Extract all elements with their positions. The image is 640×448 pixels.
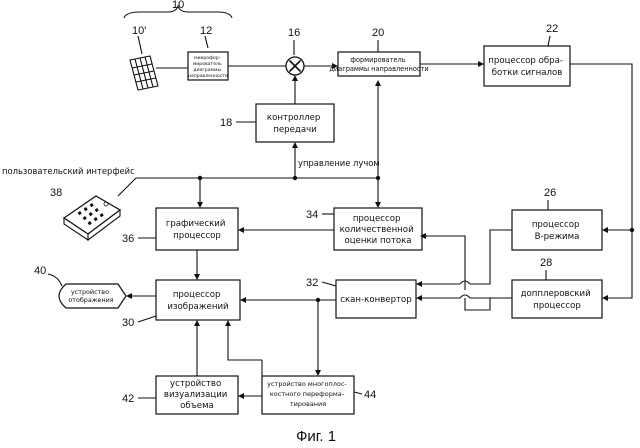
graphics-processor-box xyxy=(156,208,238,250)
transducer-array-icon xyxy=(130,56,158,90)
ref-40: 40 xyxy=(34,265,46,277)
ref-38: 38 xyxy=(50,187,62,199)
line-26-to-32 xyxy=(470,230,512,284)
ref-10-prime: 10' xyxy=(132,25,146,37)
ref-44: 44 xyxy=(364,389,376,401)
ref-42: 42 xyxy=(122,393,134,405)
figure-caption: Фиг. 1 xyxy=(296,428,336,445)
leader-30 xyxy=(138,316,156,322)
leader-44 xyxy=(354,392,362,394)
leader-22 xyxy=(548,36,550,46)
beam-control-label: управление лучом xyxy=(298,158,380,168)
user-interface-label: пользовательский интерфейс xyxy=(2,166,135,176)
leader-10p xyxy=(138,36,142,54)
ref-12: 12 xyxy=(200,25,212,37)
line-44-to-30 xyxy=(228,324,262,360)
ref-26: 26 xyxy=(544,187,556,199)
ref-32: 32 xyxy=(306,277,318,289)
line-22-output xyxy=(570,64,632,298)
leader-12 xyxy=(205,36,208,48)
control-panel-icon xyxy=(64,196,120,240)
leader-32 xyxy=(322,282,336,286)
ref-18: 18 xyxy=(220,117,232,129)
doppler-processor-box xyxy=(512,280,602,318)
ui-bus-line xyxy=(118,178,378,196)
ref-36: 36 xyxy=(122,233,134,245)
crossover-2 xyxy=(460,295,470,298)
signal-processor-box xyxy=(484,46,570,86)
ref-10: 10 xyxy=(172,0,184,11)
scan-converter-label: скан-конвертор xyxy=(340,295,412,305)
ref-28: 28 xyxy=(540,257,552,269)
ref-30: 30 xyxy=(122,317,134,329)
line-28-to-34 xyxy=(422,236,465,290)
ref-20: 20 xyxy=(372,27,384,39)
display-device-label: устройство отображения xyxy=(68,288,113,304)
line-28-branch xyxy=(465,298,490,310)
ref-16: 16 xyxy=(288,27,300,39)
image-processor-box xyxy=(156,280,240,320)
leader-40 xyxy=(48,274,62,286)
ref-34: 34 xyxy=(306,209,318,221)
b-mode-processor-box xyxy=(512,210,602,250)
transmit-controller-box xyxy=(256,104,334,142)
ref-22: 22 xyxy=(546,23,558,35)
